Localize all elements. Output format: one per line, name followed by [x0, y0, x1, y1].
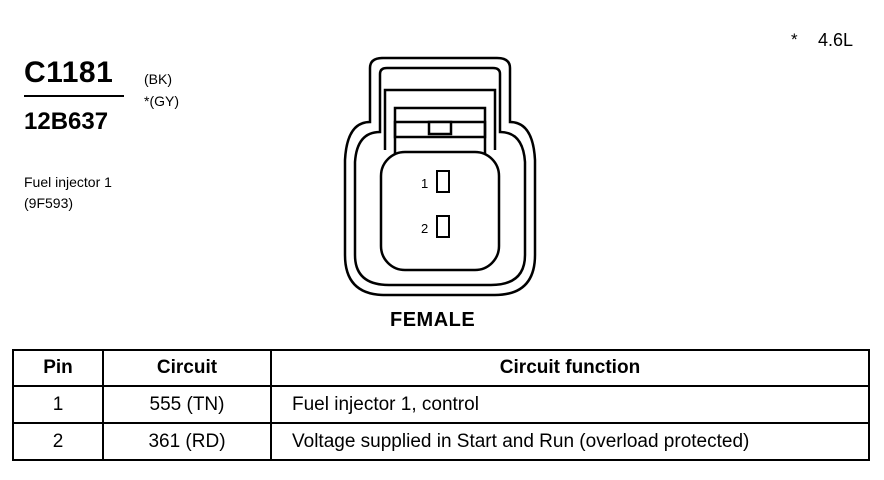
header-circuit: Circuit	[102, 349, 272, 387]
circuit-code: 555 (TN)	[102, 385, 272, 424]
pin-cavity-2	[436, 215, 450, 238]
connector-gender: FEMALE	[390, 309, 476, 331]
component-code: (9F593)	[24, 195, 74, 211]
connector-outer-shell	[343, 56, 537, 297]
header-circuit-function: Circuit function	[270, 349, 870, 387]
engine-note: 4.6L	[818, 30, 854, 50]
pin-number: 2	[12, 422, 104, 461]
connector-id: C1181	[24, 56, 114, 89]
pin-table-header: Pin Circuit Circuit function	[12, 349, 870, 387]
pin-table: Pin Circuit Circuit function 1 555 (TN) …	[12, 349, 870, 461]
connector-lock-frame	[383, 88, 497, 150]
table-row: 1 555 (TN) Fuel injector 1, control	[12, 385, 870, 424]
table-row: 2 361 (RD) Voltage supplied in Start and…	[12, 422, 870, 461]
pin-label-1: 1	[421, 176, 429, 191]
connector-id-divider	[24, 95, 124, 97]
component-name: Fuel injector 1	[24, 174, 112, 190]
pin-number: 1	[12, 385, 104, 424]
connector-part-number: 12B637	[24, 108, 109, 135]
engine-note-marker: *	[791, 30, 798, 49]
circuit-function: Fuel injector 1, control	[270, 385, 870, 424]
connector-color-primary: (BK)	[144, 71, 172, 87]
connector-color-alternate: *(GY)	[144, 93, 179, 109]
pin-label-2: 2	[421, 221, 429, 236]
connector-inner-shell	[353, 66, 527, 287]
connector-latch-notch	[427, 120, 453, 136]
connector-face-drawing	[343, 56, 537, 297]
circuit-function: Voltage supplied in Start and Run (overl…	[270, 422, 870, 461]
header-pin: Pin	[12, 349, 104, 387]
pin-cavity-1	[436, 170, 450, 193]
circuit-code: 361 (RD)	[102, 422, 272, 461]
connector-mating-face	[379, 150, 501, 272]
